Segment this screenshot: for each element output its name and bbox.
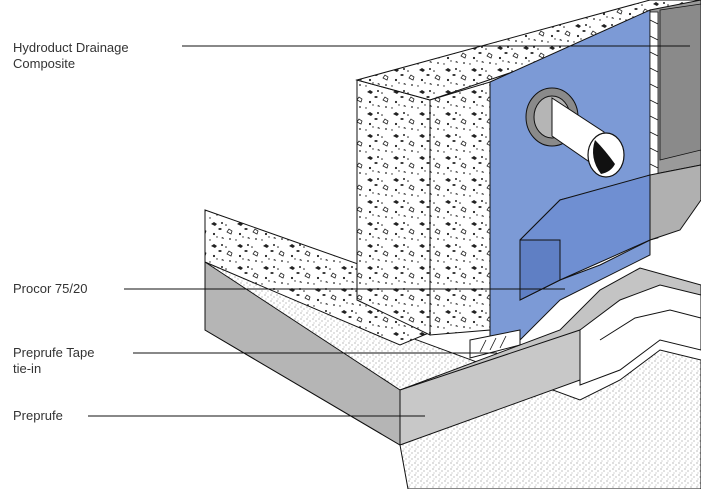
label-drainage-line1: Hydroduct Drainage [13, 40, 129, 55]
procor-fold-front [519, 239, 561, 301]
label-tape-line2: tie-in [13, 361, 42, 376]
wall-front-face [356, 79, 431, 336]
label-hydroduct-drainage-composite: Hydroduct Drainage Composite [13, 40, 129, 72]
label-tape-line1: Preprufe Tape [13, 345, 95, 360]
label-preprufe: Preprufe [13, 408, 63, 423]
preprufe-tape-hatch [479, 335, 507, 353]
label-procor: Procor 75/20 [13, 281, 88, 296]
preprufe-tape-tie-in [469, 329, 521, 359]
label-preprufe-tape-tie-in: Preprufe Tape tie-in [13, 345, 94, 377]
wall-side-face [429, 81, 491, 336]
label-drainage-line2: Composite [13, 56, 76, 71]
pipe-end-shadow [593, 140, 615, 174]
wall-top-face [355, 0, 701, 101]
drainage-ledge [649, 164, 701, 241]
drainage-composite-inner [659, 3, 701, 161]
formation-step-inner [599, 309, 701, 341]
